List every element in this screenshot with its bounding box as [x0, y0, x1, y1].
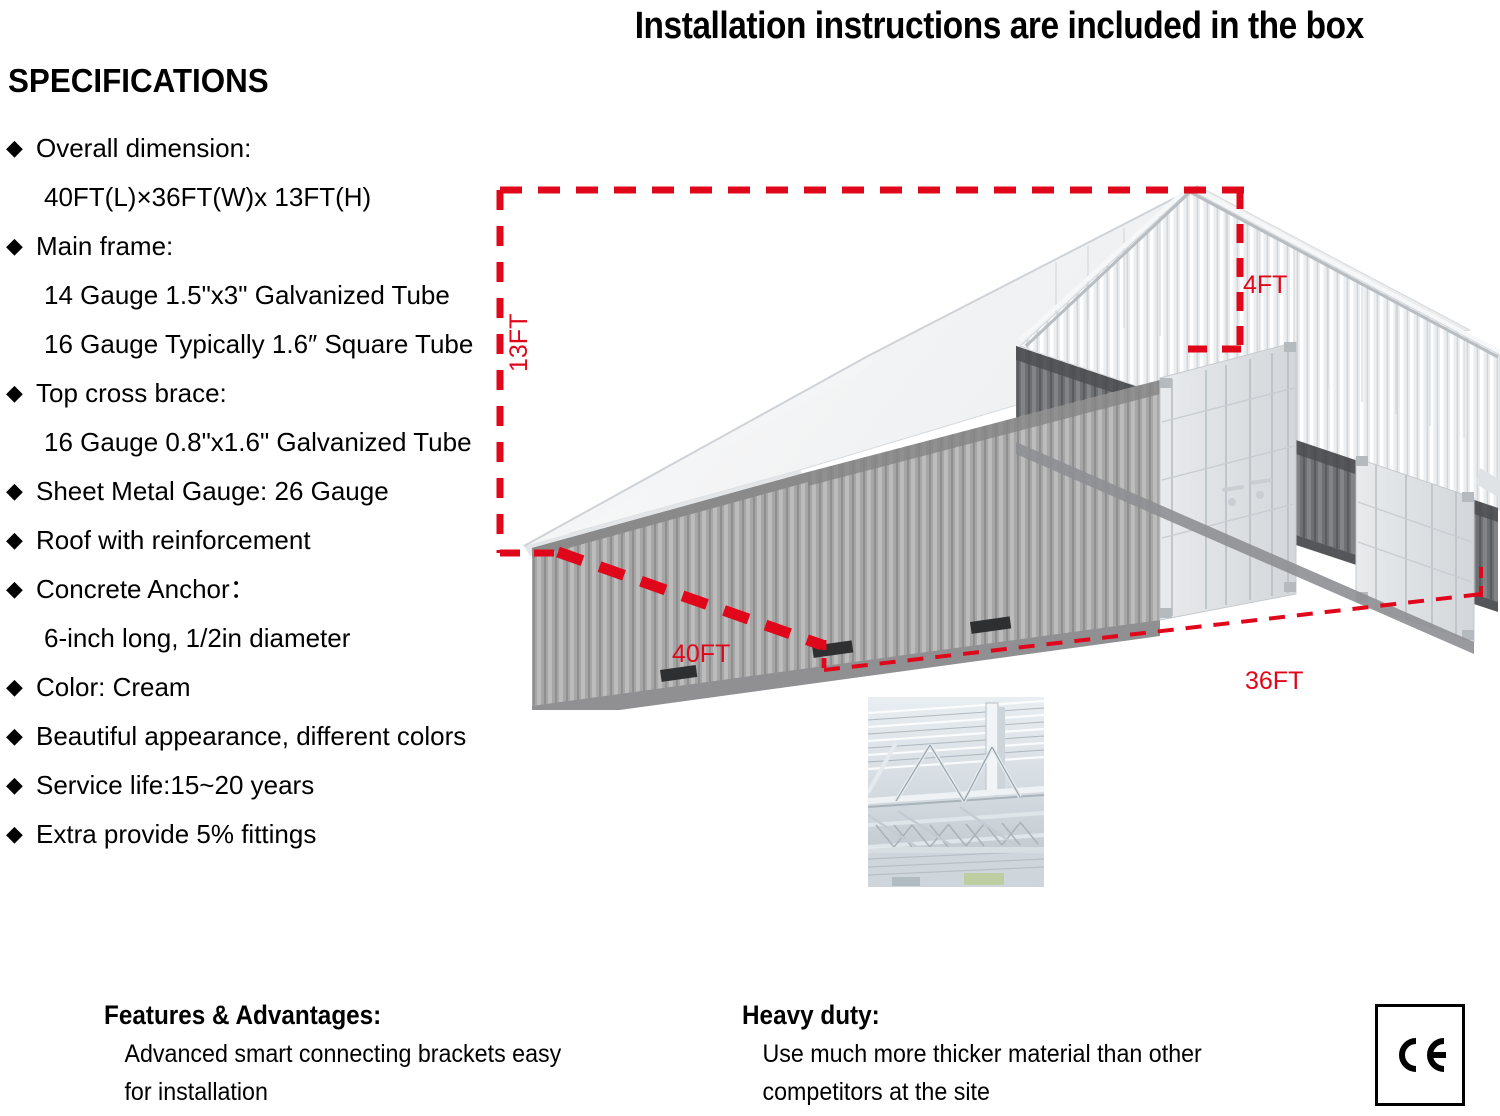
specifications-heading: SPECIFICATIONS	[8, 62, 269, 99]
spec-item-label: Concrete Anchor：	[36, 574, 256, 604]
spec-item: ◆ Service life:15~20 years	[6, 765, 506, 814]
spec-item-label: Sheet Metal Gauge: 26 Gauge	[36, 476, 389, 506]
spec-item-label: 40FT(L)×36FT(W)x 13FT(H)	[44, 182, 372, 212]
spec-item-label: 16 Gauge 0.8"x1.6" Galvanized Tube	[44, 427, 472, 457]
spec-item: ◆ Extra provide 5% fittings	[6, 814, 506, 863]
spec-item-label: Overall dimension:	[36, 133, 252, 163]
spec-item-label: Beautiful appearance, different colors	[36, 721, 467, 751]
diamond-bullet-icon: ◆	[6, 576, 23, 601]
dimension-label-gable: 4FT	[1243, 271, 1288, 299]
spec-item-label: 6-inch long, 1/2in diameter	[44, 623, 351, 653]
spec-item: ◆ Main frame:	[6, 226, 506, 275]
spec-item: ◆ 16 Gauge Typically 1.6″ Square Tube	[6, 324, 506, 373]
ce-mark-icon	[1399, 1038, 1446, 1072]
diamond-bullet-icon: ◆	[6, 478, 23, 503]
spec-item: ◆ Roof with reinforcement	[6, 520, 506, 569]
spec-item: ◆ 40FT(L)×36FT(W)x 13FT(H)	[6, 177, 506, 226]
features-block: Features & Advantages: Advanced smart co…	[104, 1000, 724, 1111]
spec-item: ◆ Sheet Metal Gauge: 26 Gauge	[6, 471, 506, 520]
diamond-bullet-icon: ◆	[6, 723, 23, 748]
spec-item-label: Roof with reinforcement	[36, 525, 311, 555]
diamond-bullet-icon: ◆	[6, 772, 23, 797]
heavy-duty-title: Heavy duty:	[742, 1000, 880, 1030]
dimension-label-length: 40FT	[672, 640, 731, 668]
diamond-bullet-icon: ◆	[6, 674, 23, 699]
page-title: Installation instructions are included i…	[634, 4, 1364, 47]
heavy-duty-line: competitors at the site	[762, 1078, 990, 1106]
heavy-duty-block: Heavy duty: Use much more thicker materi…	[742, 1000, 1302, 1111]
spec-item: ◆ Top cross brace:	[6, 373, 506, 422]
spec-item: ◆ Overall dimension:	[6, 128, 506, 177]
product-render	[460, 150, 1500, 710]
spec-item-label: 16 Gauge Typically 1.6″ Square Tube	[44, 329, 474, 359]
spec-item-label: Main frame:	[36, 231, 174, 261]
spec-item-label: Extra provide 5% fittings	[36, 819, 317, 849]
features-title: Features & Advantages:	[104, 1000, 382, 1030]
specifications-list: ◆ Overall dimension: ◆ 40FT(L)×36FT(W)x …	[6, 128, 506, 863]
roof-truss-inset-photo	[868, 697, 1044, 887]
heavy-duty-line: Use much more thicker material than othe…	[762, 1040, 1202, 1068]
diamond-bullet-icon: ◆	[6, 233, 23, 258]
diamond-bullet-icon: ◆	[6, 135, 23, 160]
dimension-label-width: 36FT	[1245, 667, 1304, 695]
diamond-bullet-icon: ◆	[6, 821, 23, 846]
diamond-bullet-icon: ◆	[6, 527, 23, 552]
ce-mark-box	[1375, 1004, 1465, 1106]
spec-item: ◆ 6-inch long, 1/2in diameter	[6, 618, 506, 667]
spec-item: ◆ 16 Gauge 0.8"x1.6" Galvanized Tube	[6, 422, 506, 471]
spec-item: ◆ Beautiful appearance, different colors	[6, 716, 506, 765]
spec-item-label: 14 Gauge 1.5"x3" Galvanized Tube	[44, 280, 450, 310]
features-line: Advanced smart connecting brackets easy	[124, 1040, 562, 1068]
spec-item-label: Color: Cream	[36, 672, 191, 702]
page-title-banner: Installation instructions are included i…	[498, 0, 1500, 52]
dimension-label-height: 13FT	[505, 313, 533, 372]
diamond-bullet-icon: ◆	[6, 380, 23, 405]
spec-item: ◆ 14 Gauge 1.5"x3" Galvanized Tube	[6, 275, 506, 324]
spec-item: ◆ Concrete Anchor：	[6, 569, 506, 618]
spec-item: ◆ Color: Cream	[6, 667, 506, 716]
spec-item-label: Service life:15~20 years	[36, 770, 315, 800]
spec-item-label: Top cross brace:	[36, 378, 227, 408]
features-line: for installation	[124, 1078, 268, 1106]
